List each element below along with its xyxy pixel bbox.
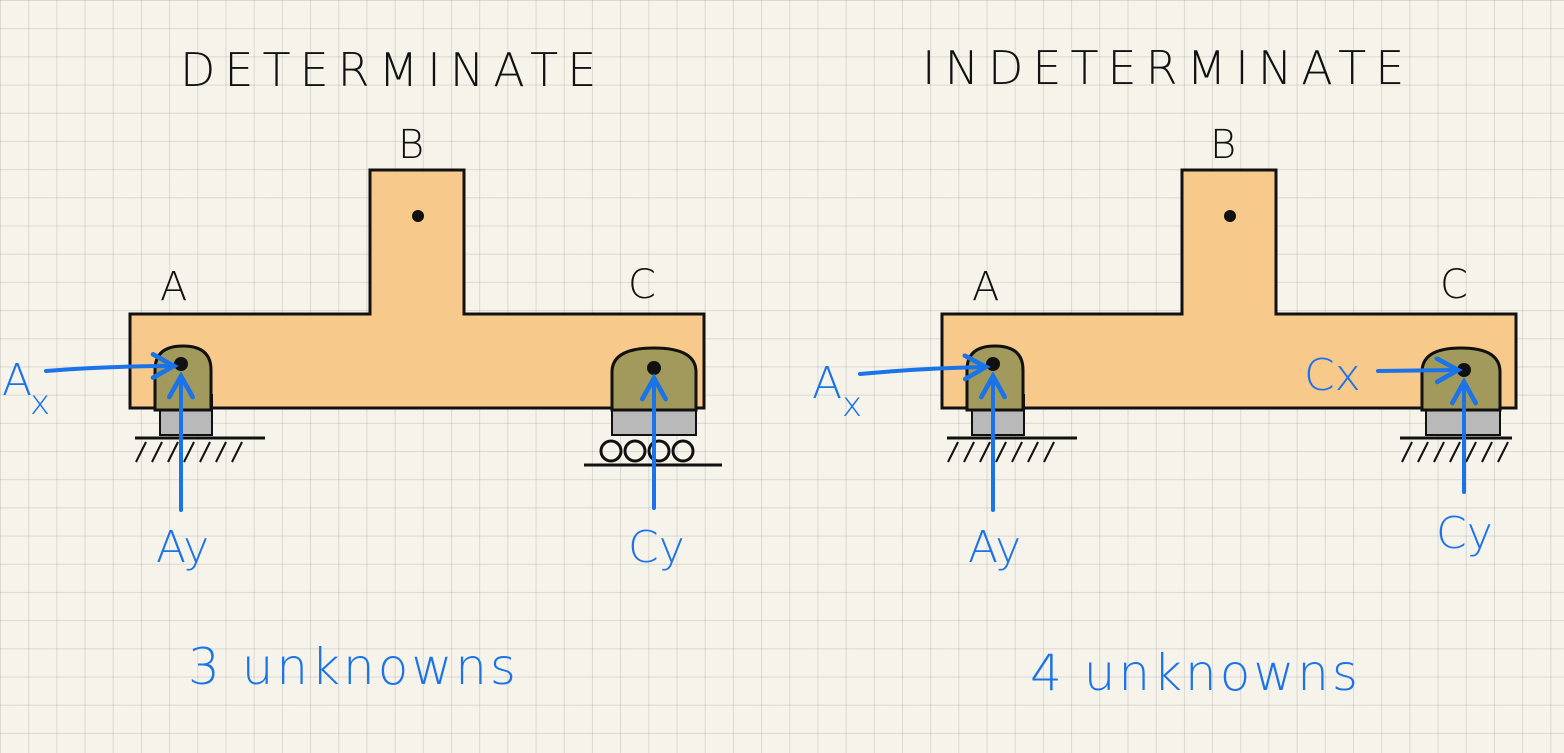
reaction-cy-label: Cy — [628, 522, 685, 573]
point-b-dot — [1224, 210, 1236, 222]
reaction-ax-subscript: x — [30, 383, 50, 423]
determinate-unknowns: 3 unknowns — [188, 638, 519, 696]
indeterminate-panel: INDETERMINATE B A C — [812, 41, 1518, 702]
indeterminate-body — [940, 168, 1518, 410]
indeterminate-unknowns: 4 unknowns — [1030, 644, 1361, 702]
reaction-ay-label: Ay — [156, 522, 209, 573]
reaction-ax-label: A — [812, 358, 842, 409]
reaction-cy-label: Cy — [1436, 508, 1493, 559]
reaction-cx-arrow — [1376, 370, 1458, 371]
point-c-label: C — [628, 262, 656, 308]
indeterminate-title: INDETERMINATE — [922, 41, 1413, 95]
reaction-cx-label: Cx — [1304, 350, 1361, 401]
reaction-ax-subscript: x — [842, 385, 862, 425]
point-b-label: B — [398, 122, 424, 168]
determinate-panel: DETERMINATE B A C — [2, 43, 722, 696]
reaction-ax-arrow — [858, 367, 986, 374]
point-b-label: B — [1210, 122, 1236, 168]
reaction-ax-label: A — [2, 355, 32, 406]
point-a-label: A — [160, 264, 187, 310]
determinate-title: DETERMINATE — [180, 43, 605, 97]
point-a-label: A — [972, 264, 999, 310]
point-c-label: C — [1440, 262, 1468, 308]
reaction-ay-label: Ay — [968, 522, 1021, 573]
point-b-dot — [412, 210, 424, 222]
determinate-body — [128, 168, 706, 410]
reaction-ax-arrow — [44, 366, 174, 371]
